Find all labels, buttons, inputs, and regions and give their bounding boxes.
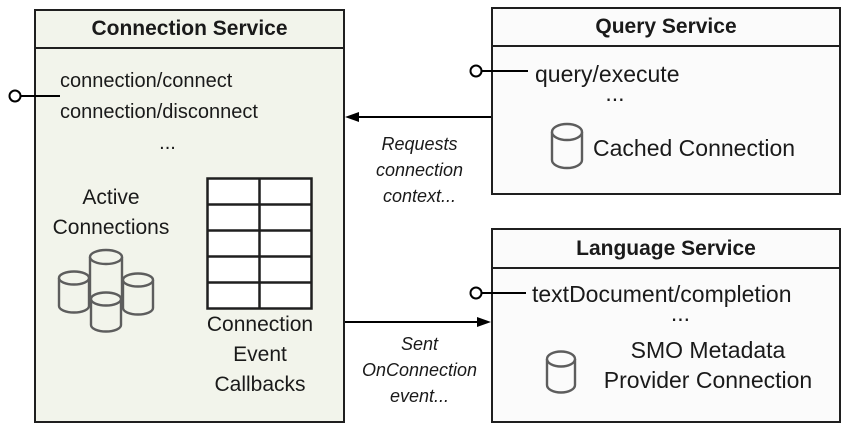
language-service-header: Language Service <box>493 230 839 269</box>
on-connection-event-arrow <box>345 317 491 327</box>
language-service-title: Language Service <box>576 236 756 260</box>
connection-methods-ellipsis: ... <box>159 132 176 154</box>
query-service-box: Query Service query/execute ... Cached C… <box>491 7 841 195</box>
smo-label-line1: SMO Metadata <box>630 337 786 363</box>
callbacks-line1: Connection <box>206 313 314 336</box>
smo-metadata-provider-label: SMO Metadata Provider Connection <box>588 335 828 395</box>
provided-interface-lollipop-icon <box>469 64 528 78</box>
cylinder-right <box>121 272 155 316</box>
connection-service-title: Connection Service <box>91 17 288 40</box>
connection-service-header: Connection Service <box>36 11 343 49</box>
event-label-line2: OnConnection <box>361 360 478 380</box>
event-label-line1: Sent <box>400 334 439 354</box>
method-textdocument-completion: textDocument/completion <box>532 281 792 307</box>
requests-context-arrow-label: Requests connection context... <box>352 131 487 209</box>
requests-label-line1: Requests <box>381 134 458 154</box>
database-stack-icon <box>57 248 155 333</box>
connection-method-list: connection/connect connection/disconnect… <box>60 66 275 159</box>
provided-interface-lollipop-icon <box>8 89 60 103</box>
smo-label-line2: Provider Connection <box>603 367 813 393</box>
callbacks-line2: Event <box>233 343 287 366</box>
callbacks-line3: Callbacks <box>214 373 306 396</box>
table-grid-icon <box>206 177 313 310</box>
callbacks-label: Connection Event Callbacks <box>195 310 325 400</box>
method-query-execute: query/execute <box>535 61 680 87</box>
provided-interface-lollipop-icon <box>469 286 526 300</box>
active-connections-line2: Connections <box>52 216 170 239</box>
language-service-box: Language Service textDocument/completion… <box>491 228 841 423</box>
active-connections-label: Active Connections <box>36 183 186 243</box>
cylinder-left <box>57 270 91 314</box>
method-connection-connect: connection/connect <box>60 70 233 92</box>
requests-label-line2: connection <box>375 160 464 180</box>
database-cylinder-icon <box>545 350 577 394</box>
arrowhead-left-icon <box>345 112 359 122</box>
requests-label-line3: context... <box>382 186 457 206</box>
database-cylinder-icon <box>550 122 584 170</box>
connection-service-box: Connection Service connection/connect co… <box>34 9 345 423</box>
arrowhead-right-icon <box>477 317 491 327</box>
query-service-header: Query Service <box>493 9 839 47</box>
cached-connection-label: Cached Connection <box>593 135 796 161</box>
language-methods-ellipsis: ... <box>670 300 691 326</box>
event-label-line3: event... <box>389 386 450 406</box>
query-methods-ellipsis: ... <box>605 80 625 106</box>
active-connections-line1: Active <box>82 186 140 209</box>
requests-context-arrow <box>345 112 491 122</box>
cylinder-front-center <box>89 291 123 333</box>
method-connection-disconnect: connection/disconnect <box>60 101 258 123</box>
query-service-title: Query Service <box>595 15 737 38</box>
on-connection-event-arrow-label: Sent OnConnection event... <box>352 331 487 409</box>
